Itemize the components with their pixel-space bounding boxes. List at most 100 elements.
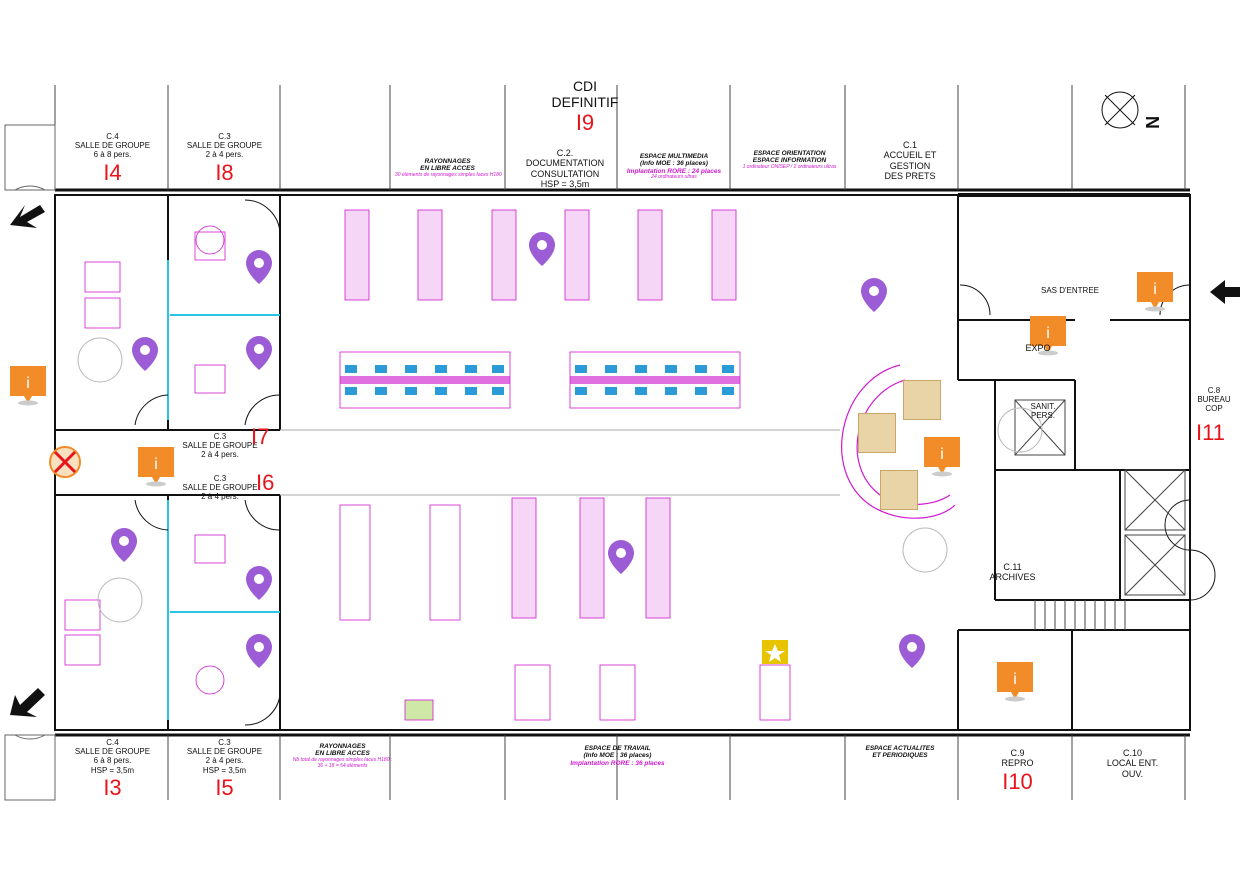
room-line: HSP = 3,5m (540, 179, 590, 190)
room-line: PERS. (1030, 411, 1055, 421)
location-pin-icon[interactable] (860, 278, 888, 312)
room-line: SALLE DE GROUPE (182, 441, 258, 451)
room-line: SALLE DE GROUPE (74, 141, 151, 151)
room-line: DES PRETS (884, 171, 936, 182)
star-icon (762, 640, 788, 664)
room-line: C.8 (1207, 386, 1221, 395)
info-icon[interactable]: i (997, 662, 1033, 702)
cdi-title-line2: DEFINITIF (551, 94, 619, 111)
room-line: SANIT. (1030, 402, 1056, 411)
room-line: HSP = 3,5m (202, 765, 247, 775)
zone-line: (Info MOE : 36 places) (583, 752, 652, 760)
location-pin-icon[interactable] (131, 337, 159, 371)
room-line: SALLE DE GROUPE (74, 747, 151, 757)
svg-text:i: i (1046, 325, 1050, 342)
location-pin-icon[interactable] (898, 634, 926, 668)
zone-line: ET PERIODIQUES (872, 752, 928, 760)
room-c1: C.1 ACCUEIL ET GESTION DES PRETS (865, 140, 955, 181)
room-line: DOCUMENTATION (525, 158, 605, 169)
zone-rayonnages-top: RAYONNAGES EN LIBRE ACCES 30 éléments de… (395, 158, 502, 179)
info-icon[interactable]: i (1030, 316, 1066, 356)
room-code-i6: I6 (256, 470, 275, 495)
svg-text:i: i (940, 446, 944, 463)
corridor (280, 429, 840, 496)
room-c4-top: C.4 SALLE DE GROUPE 6 à 8 pers. I4 (60, 132, 165, 185)
room-c3-mid-a: C.3 SALLE DE GROUPE 2 à 4 pers. (175, 432, 265, 460)
info-icon[interactable]: i (924, 437, 960, 477)
room-code: I5 (215, 774, 234, 800)
info-icon[interactable]: i (138, 447, 174, 487)
room-line: 2 à 4 pers. (201, 492, 239, 502)
outer-walls (54, 188, 1191, 737)
room-line: 6 à 8 pers. (93, 150, 132, 160)
room-line: SALLE DE GROUPE (186, 141, 263, 151)
shelving-bottom (511, 497, 671, 619)
room-line: ACCUEIL ET (883, 150, 937, 161)
zone-orientation: ESPACE ORIENTATION ESPACE INFORMATION 1 … (737, 150, 842, 171)
location-pin-icon[interactable] (110, 528, 138, 562)
room-code: I10 (1002, 768, 1033, 794)
zone-line: ESPACE INFORMATION (752, 157, 827, 165)
room-line: C.10 (1122, 748, 1142, 758)
zone-line: ESPACE ACTUALITES (865, 745, 935, 752)
compass-icon (1101, 91, 1139, 129)
room-line: BUREAU (1197, 395, 1231, 405)
room-line: REPRO (1001, 758, 1034, 769)
room-c8: C.8 BUREAU COP (1192, 386, 1236, 414)
avatar[interactable] (880, 470, 918, 510)
cdi-title-line1: CDI (572, 78, 598, 94)
zone-sub: 24 ordinateurs ultras (651, 174, 697, 181)
room-line: C.3 (213, 432, 227, 441)
room-c10: C.10 LOCAL ENT. OUV. (1090, 748, 1175, 779)
stairs (1034, 600, 1126, 630)
glass-partitions (167, 260, 280, 720)
blocked-exit-icon (49, 446, 81, 478)
room-line: CONSULTATION (530, 168, 600, 179)
info-icon[interactable]: i (1137, 272, 1173, 312)
zone-line: EN LIBRE ACCES (420, 165, 475, 173)
zone-line: RAYONNAGES (319, 743, 366, 750)
room-line: ARCHIVES (989, 572, 1036, 583)
avatar[interactable] (858, 413, 896, 453)
location-pin-icon[interactable] (245, 250, 273, 284)
shelving-top (344, 209, 737, 301)
zone-sub: 30 éléments de rayonnages simples faces … (395, 171, 502, 178)
location-pin-icon[interactable] (245, 566, 273, 600)
room-expo: EXPO (1025, 343, 1051, 353)
group-room-furniture (64, 225, 226, 695)
room-line: C.3 (218, 738, 231, 747)
north-label: N (1141, 115, 1162, 129)
room-c4-bottom: C.4 SALLE DE GROUPE 6 à 8 pers. HSP = 3,… (60, 738, 165, 800)
location-pin-icon[interactable] (607, 540, 635, 574)
zone-line: EN LIBRE ACCES (315, 750, 370, 758)
zone-sub: 1 ordinateur ONISEP / 2 ordinateurs ultr… (742, 163, 837, 170)
room-code: I3 (103, 774, 122, 800)
room-line: 2 à 4 pers. (205, 150, 244, 160)
room-line: LOCAL ENT. (1106, 758, 1159, 769)
room-line: 2 à 4 pers. (205, 756, 244, 766)
room-line: SALLE DE GROUPE (186, 747, 263, 757)
room-code: I4 (103, 159, 122, 185)
zone-travail: ESPACE DE TRAVAIL (Info MOE : 36 places)… (560, 745, 675, 767)
zone-sub: Nb total de rayonnages simples faces H18… (292, 756, 393, 769)
room-c3-mid-b: C.3 SALLE DE GROUPE 2 à 4 pers. (175, 474, 265, 502)
room-line: 6 à 8 pers. (93, 756, 132, 766)
room-code-i7: I7 (251, 424, 270, 449)
room-line: GESTION (889, 160, 931, 171)
room-c11: C.11 ARCHIVES (985, 562, 1040, 583)
room-line: C.9 (1010, 748, 1025, 758)
interior-walls (55, 195, 1190, 730)
room-line: C.4 (106, 132, 119, 141)
location-pin-icon[interactable] (528, 232, 556, 266)
svg-text:i: i (1153, 281, 1157, 298)
info-icon[interactable]: i (10, 366, 46, 406)
room-line: OUV. (1121, 768, 1144, 779)
avatar[interactable] (903, 380, 941, 420)
room-code-i11: I11 (1196, 420, 1225, 445)
room-sas: SAS D'ENTREE (1041, 286, 1099, 295)
svg-text:i: i (26, 375, 30, 392)
room-c3-top: C.3 SALLE DE GROUPE 2 à 4 pers. I8 (172, 132, 277, 185)
location-pin-icon[interactable] (245, 634, 273, 668)
cdi-title: CDI DEFINITIF I9 (530, 78, 640, 135)
location-pin-icon[interactable] (245, 336, 273, 370)
